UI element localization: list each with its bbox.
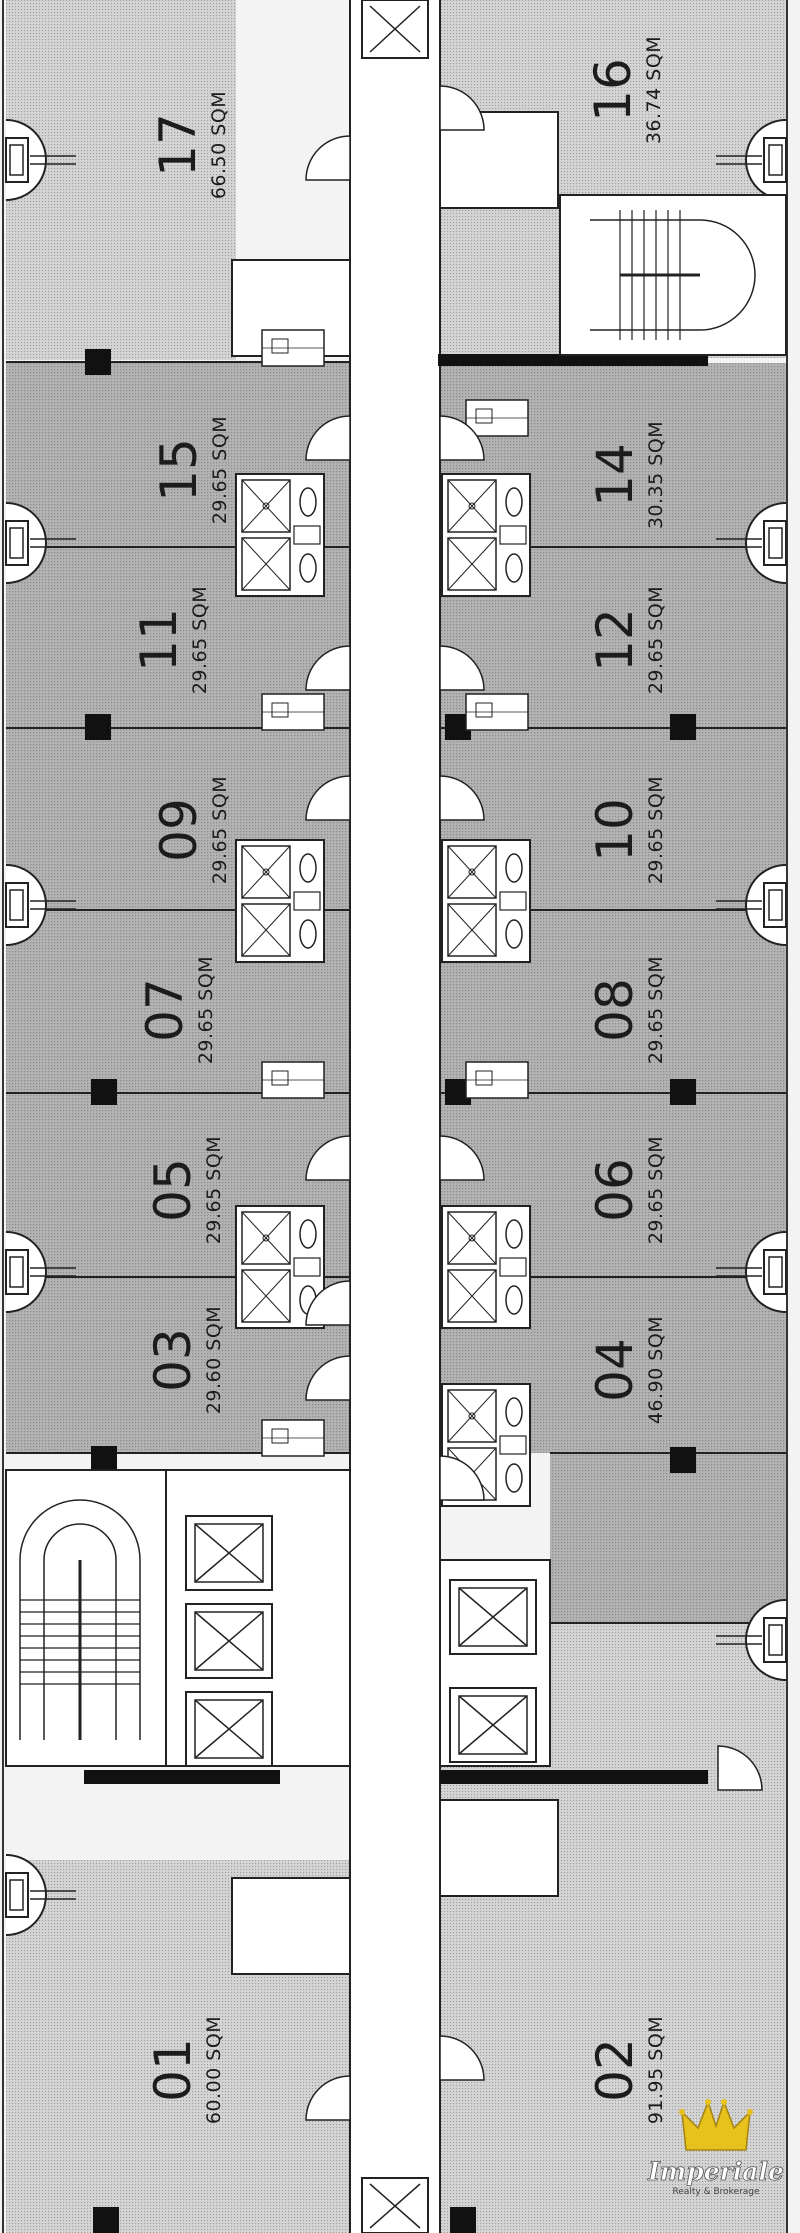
unit-number: 16: [584, 58, 642, 122]
unit-16-label: 16 36.74 SQM: [584, 36, 665, 144]
unit-area: 30.35 SQM: [645, 421, 667, 529]
unit-number: 05: [144, 1158, 202, 1222]
unit-06-label: 06 29.65 SQM: [586, 1136, 667, 1244]
unit-05-label: 05 29.65 SQM: [144, 1136, 225, 1244]
unit-09-label: 09 29.65 SQM: [150, 776, 231, 884]
unit-area: 29.65 SQM: [209, 416, 231, 524]
stair-core-left: [5, 1469, 167, 1767]
unit-14-label: 14 30.35 SQM: [586, 421, 667, 529]
unit-area: 29.65 SQM: [645, 776, 667, 884]
unit-12-label: 12 29.65 SQM: [586, 586, 667, 694]
unit-number: 06: [586, 1158, 644, 1222]
unit-number: 03: [144, 1328, 202, 1392]
unit-area: 29.65 SQM: [203, 1136, 225, 1244]
unit-area: 60.00 SQM: [203, 2016, 225, 2124]
unit-number: 04: [586, 1338, 644, 1402]
chutes: [361, 0, 429, 2233]
unit-area: 29.60 SQM: [203, 1306, 225, 1414]
unit-area: 66.50 SQM: [208, 91, 230, 199]
stair-core-right: [559, 194, 787, 356]
unit-area: 29.65 SQM: [209, 776, 231, 884]
unit-number: 10: [586, 798, 644, 862]
unit-number: 02: [586, 2038, 644, 2102]
unit-number: 08: [586, 978, 644, 1042]
unit-area: 46.90 SQM: [645, 1316, 667, 1424]
unit-number: 01: [144, 2038, 202, 2102]
unit-area: 29.65 SQM: [645, 586, 667, 694]
brand-name: Imperiale: [647, 2157, 784, 2186]
elevators-right: [439, 1559, 551, 1767]
unit-08-label: 08 29.65 SQM: [586, 956, 667, 1064]
unit-number: 07: [136, 978, 194, 1042]
unit-area: 36.74 SQM: [643, 36, 665, 144]
unit-area: 29.65 SQM: [195, 956, 217, 1064]
unit-17-label: 17 66.50 SQM: [149, 91, 230, 199]
unit-number: 17: [149, 113, 207, 177]
unit-01-label: 01 60.00 SQM: [144, 2016, 225, 2124]
unit-10-label: 10 29.65 SQM: [586, 776, 667, 884]
unit-02-label: 02 91.95 SQM: [586, 2016, 667, 2124]
unit-11-label: 11 29.65 SQM: [130, 586, 211, 694]
unit-04-label: 04 46.90 SQM: [586, 1316, 667, 1424]
bathrooms-left: [231, 259, 351, 1975]
unit-15-label: 15 29.65 SQM: [150, 416, 231, 524]
unit-area: 29.65 SQM: [189, 586, 211, 694]
unit-number: 12: [586, 608, 644, 672]
unit-17-fill: [6, 0, 236, 360]
corridor: [350, 0, 440, 2233]
unit-07-label: 07 29.65 SQM: [136, 956, 217, 1064]
brand-tagline: Realty & Brokerage: [672, 2187, 760, 2197]
unit-area: 29.65 SQM: [645, 1136, 667, 1244]
crown-icon: [681, 2099, 751, 2151]
unit-number: 09: [150, 798, 208, 862]
elevators-left: [165, 1469, 351, 1767]
unit-number: 14: [586, 443, 644, 507]
brand-logo: Imperiale Realty & Brokerage: [647, 2099, 784, 2197]
unit-area: 91.95 SQM: [645, 2016, 667, 2124]
unit-area: 29.65 SQM: [645, 956, 667, 1064]
unit-04-ext-fill: [550, 1453, 786, 1623]
unit-03-label: 03 29.60 SQM: [144, 1306, 225, 1414]
unit-number: 11: [130, 608, 188, 672]
unit-number: 15: [150, 438, 208, 502]
